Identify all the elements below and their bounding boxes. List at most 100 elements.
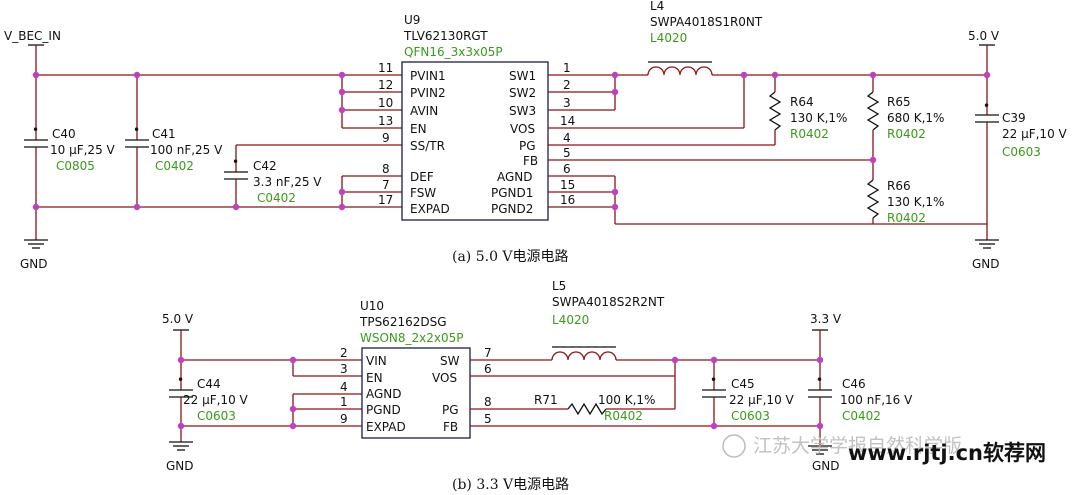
pin-num: 6 xyxy=(484,362,492,376)
watermark: 江苏大学学报自然科学版 www.rjtj.cn软荐网 xyxy=(722,434,1046,465)
l5-part: SWPA4018S2R2NT xyxy=(552,295,665,309)
c44-package: C0603 xyxy=(197,409,236,423)
net-label-5v-in: 5.0 V xyxy=(162,312,194,326)
caption-b: (b) 3.3 V电源电路 xyxy=(452,477,569,493)
c44-ref: C44 xyxy=(197,377,221,391)
r71-ref: R71 xyxy=(534,393,558,407)
c41-ref: C41 xyxy=(152,127,176,141)
pin-name: AVIN xyxy=(410,104,438,118)
ground-symbol xyxy=(808,445,832,455)
polarity-mark: • xyxy=(232,155,239,169)
pin-num: 6 xyxy=(563,162,571,176)
c46-ref: C46 xyxy=(842,377,866,391)
c39-value: 22 μF,10 V xyxy=(1002,127,1068,141)
pin-name: SW3 xyxy=(509,104,536,118)
polarity-mark: • xyxy=(177,373,184,387)
pin-num: 5 xyxy=(563,146,571,160)
c44-value: 22 μF,10 V xyxy=(183,393,249,407)
junctions-a xyxy=(32,71,991,211)
pin-name: VIN xyxy=(366,354,387,368)
r65-ref: R65 xyxy=(887,95,911,109)
pin-name: SW1 xyxy=(509,69,536,83)
gnd-label-b-left: GND xyxy=(166,459,194,473)
pin-num: 1 xyxy=(340,395,348,409)
pin-name: SS/TR xyxy=(410,139,445,153)
l5-coil xyxy=(551,351,617,361)
c39-ref: C39 xyxy=(1002,111,1026,125)
polarity-mark: • xyxy=(710,373,717,387)
r65-value: 680 K,1% xyxy=(887,111,944,125)
r71-value: 100 K,1% xyxy=(598,393,655,407)
pin-name: PG xyxy=(442,403,459,417)
r64-value: 130 K,1% xyxy=(790,111,847,125)
r65-package: R0402 xyxy=(887,127,926,141)
polarity-mark: • xyxy=(32,123,39,137)
l5-package: L4020 xyxy=(552,313,589,327)
u9-ref: U9 xyxy=(404,13,420,27)
u9-package: QFN16_3x3x05P xyxy=(404,45,503,59)
polarity-mark: • xyxy=(983,99,990,113)
r66-body xyxy=(866,179,880,219)
pin-num: 10 xyxy=(378,96,393,110)
pin-num: 4 xyxy=(340,380,348,394)
c45-ref: C45 xyxy=(731,377,755,391)
net-label-3v3: 3.3 V xyxy=(810,312,842,326)
pin-num: 2 xyxy=(340,346,348,360)
u9-part: TLV62130RGT xyxy=(403,29,488,43)
ground-symbol xyxy=(24,239,48,249)
pin-num: 17 xyxy=(378,193,393,207)
pin-name: DEF xyxy=(410,170,434,184)
c41-package: C0402 xyxy=(155,159,194,173)
c45-value: 22 μF,10 V xyxy=(729,393,795,407)
l4-ref: L4 xyxy=(650,0,664,13)
pin-name: PVIN1 xyxy=(410,69,446,83)
net-label-5v: 5.0 V xyxy=(968,29,1000,43)
r66-package: R0402 xyxy=(887,211,926,225)
gnd-label-left: GND xyxy=(20,257,48,271)
pin-num: 2 xyxy=(563,78,571,92)
r66-ref: R66 xyxy=(887,179,911,193)
pin-name: FB xyxy=(523,154,538,168)
pin-num: 7 xyxy=(382,178,390,192)
pin-num: 16 xyxy=(560,193,575,207)
pin-name: PVIN2 xyxy=(410,86,446,100)
c40-package: C0805 xyxy=(56,159,95,173)
pin-name: VOS xyxy=(510,122,535,136)
pin-name: EXPAD xyxy=(410,202,450,216)
caption-a: (a) 5.0 V电源电路 xyxy=(452,249,569,265)
pin-name: VOS xyxy=(432,371,457,385)
pin-name: PGND xyxy=(366,403,401,417)
ground-symbol xyxy=(169,441,193,451)
u10-part: TPS62162DSG xyxy=(359,315,447,329)
pin-name: PGND1 xyxy=(491,186,533,200)
l4-part: SWPA4018S1R0NT xyxy=(650,15,763,29)
u9-body xyxy=(401,61,549,221)
polarity-mark: • xyxy=(816,373,823,387)
pin-num: 8 xyxy=(382,162,390,176)
pin-name: SW2 xyxy=(509,86,536,100)
r64-body xyxy=(768,91,782,131)
pin-name: PGND2 xyxy=(491,202,533,216)
pin-num: 3 xyxy=(563,96,571,110)
pin-num: 11 xyxy=(378,61,393,75)
pin-name: AGND xyxy=(366,387,402,401)
pin-num: 1 xyxy=(563,61,571,75)
pin-name: SW xyxy=(440,354,460,368)
r65-body xyxy=(866,91,880,131)
watermark-brand: www.rjtj.cn软荐网 xyxy=(848,441,1046,465)
pin-num: 14 xyxy=(560,114,575,128)
u10-ref: U10 xyxy=(360,299,384,313)
c42-value: 3.3 nF,25 V xyxy=(253,175,322,189)
pin-num: 15 xyxy=(560,178,575,192)
watermark-text: 江苏大学学报自然科学版 xyxy=(753,435,962,457)
c40-value: 10 μF,25 V xyxy=(50,143,116,157)
gnd-label-b-right: GND xyxy=(812,459,840,473)
circuit-a: V_BEC_IN • C40 10 μF,25 V C0805 • C41 10… xyxy=(4,0,1068,271)
c39-package: C0603 xyxy=(1002,145,1041,159)
c46-value: 100 nF,16 V xyxy=(840,393,913,407)
pin-num: 8 xyxy=(484,395,492,409)
l5-ref: L5 xyxy=(552,279,566,293)
c46-package: C0402 xyxy=(842,409,881,423)
